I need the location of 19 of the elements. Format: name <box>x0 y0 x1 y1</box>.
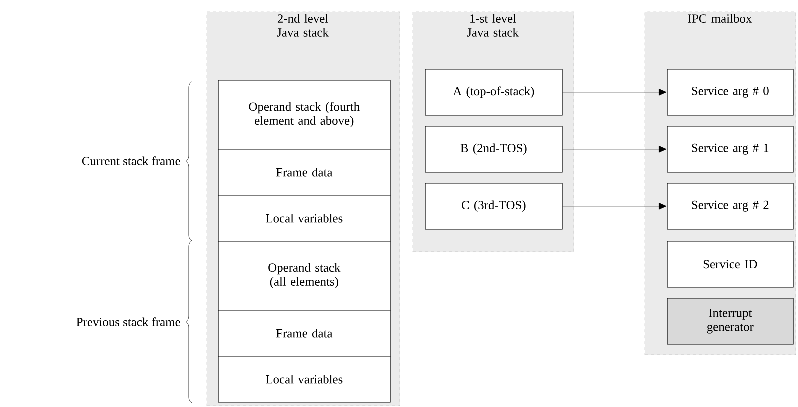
brace-label: Current stack frame <box>82 156 180 166</box>
stack-box: Frame data <box>218 310 391 357</box>
stack-box: B (2nd-TOS) <box>425 126 563 173</box>
arrow <box>562 146 667 153</box>
stack-box: Service arg # 1 <box>667 126 794 173</box>
stack-box: Service arg # 2 <box>667 183 794 230</box>
brace-label: Previous stack frame <box>76 318 180 326</box>
stack-box: A (top-of-stack) <box>425 69 563 116</box>
arrow <box>562 202 667 210</box>
stack-box: C (3rd-TOS) <box>425 183 563 230</box>
arrow <box>562 88 667 96</box>
stack-box: Service arg # 0 <box>667 69 794 116</box>
stack-box: Interrupt generator <box>667 298 794 345</box>
stack-box: Frame data <box>218 149 391 196</box>
stack-box: Local variables <box>218 195 391 242</box>
stack-box: Operand stack (all elements) <box>218 241 391 311</box>
stack-box: Operand stack (fourth element and above) <box>218 80 391 150</box>
stack-box: Local variables <box>218 356 391 403</box>
stack-box: Service ID <box>667 241 794 288</box>
